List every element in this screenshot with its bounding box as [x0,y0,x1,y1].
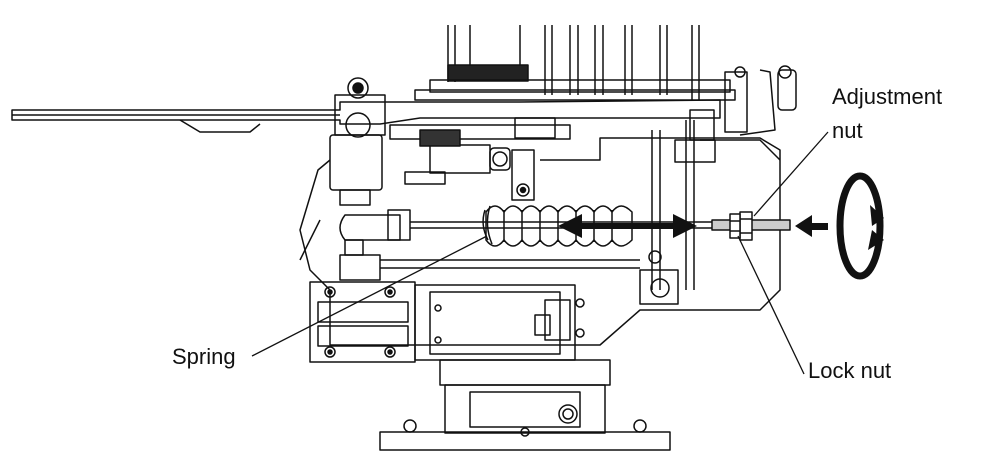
adjustment-nut-label-line1: Adjustment [832,84,943,109]
lock-nut [729,213,741,239]
main-body-outline [299,137,781,346]
right-bracket [639,65,797,305]
base-pedestal [379,359,671,451]
lock-nut-leader [737,235,805,375]
spring-leader [251,235,488,357]
lock-nut-label: Lock nut [808,358,892,383]
adjustment-nut-leader [753,131,829,217]
middle-rail [339,239,640,281]
spring-label: Spring [172,344,236,369]
adjustment-nut-label-line2: nut [832,118,863,143]
spring [485,205,633,247]
leader-lines [251,131,829,375]
upper-frame [414,25,736,101]
upper-plate-arm [11,77,721,206]
adjustment-nut-label: Adjustment nut [832,80,942,148]
adjustment-nut [739,211,753,241]
rotation-icon [836,172,884,280]
small-motor-assembly [389,117,571,201]
lower-motor-block [309,281,585,363]
push-arrow [795,215,828,237]
adjustment-direction-arrow [558,214,697,238]
